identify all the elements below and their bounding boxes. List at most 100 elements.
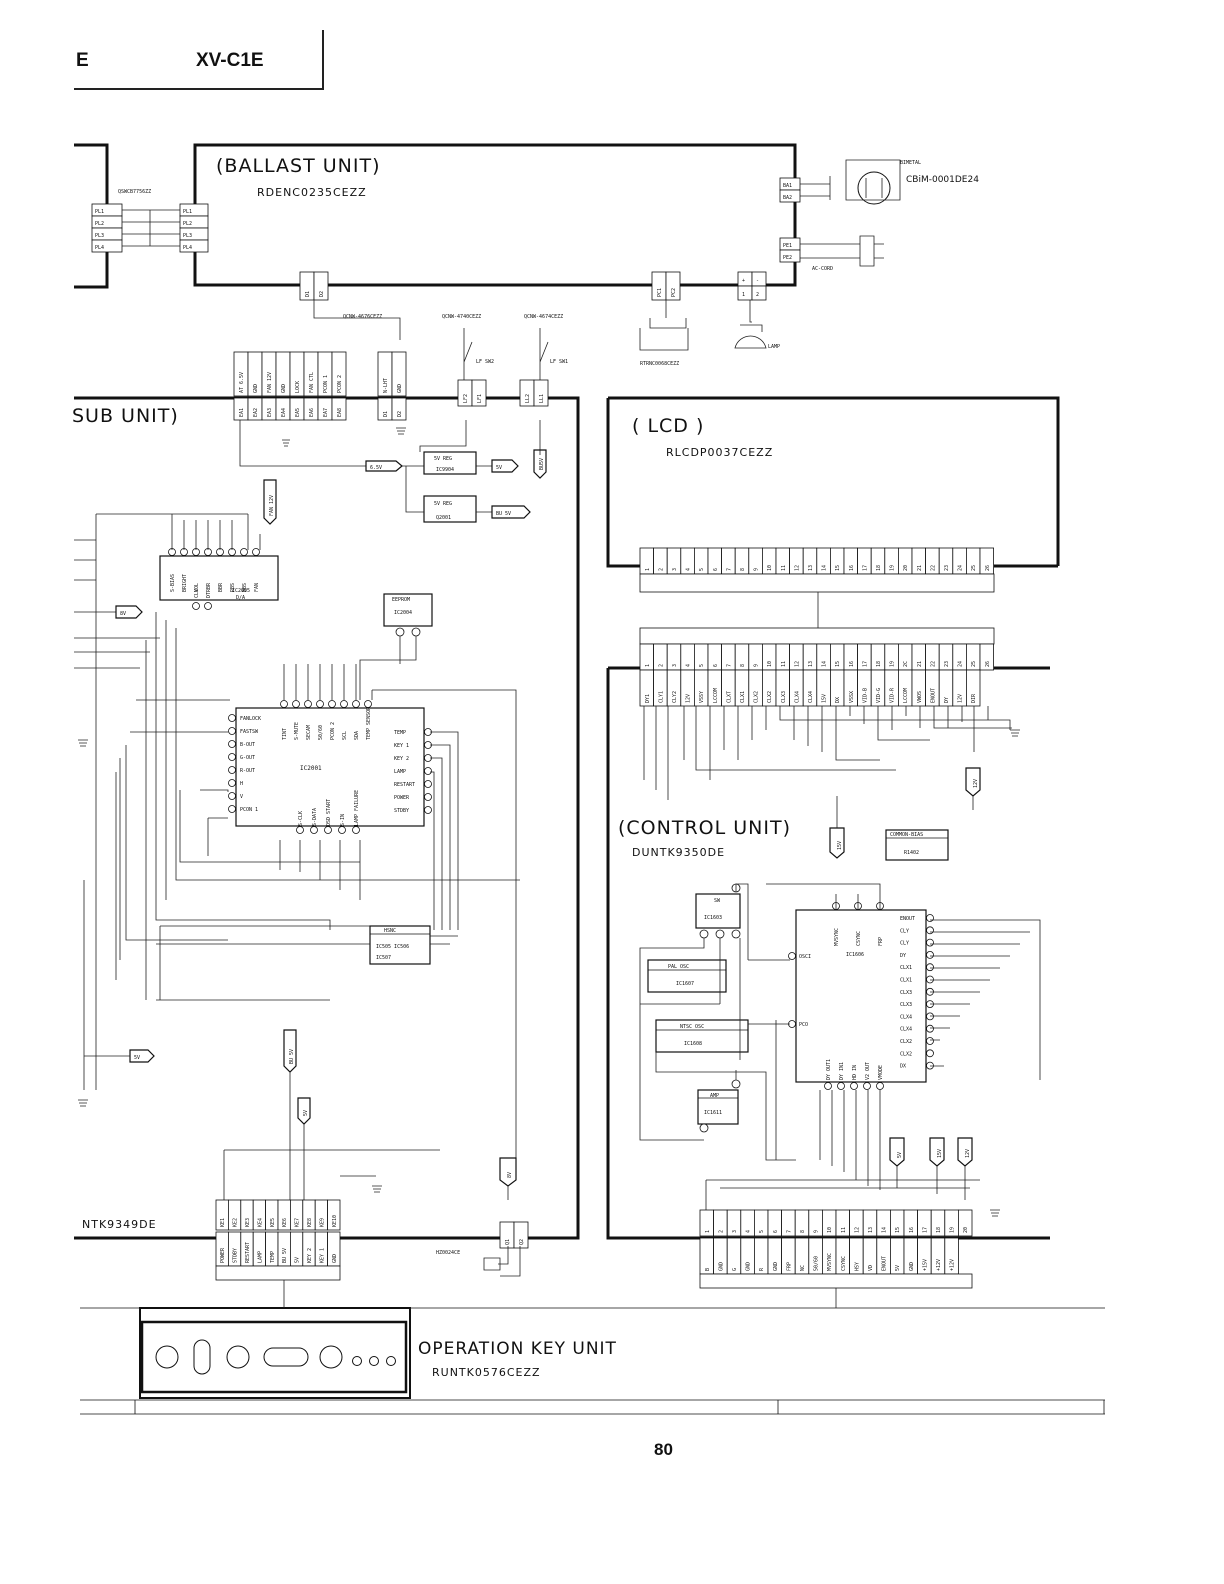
opkey-button-5[interactable] bbox=[319, 1345, 343, 1369]
b-conn-num: 3 bbox=[732, 1230, 738, 1233]
ctl-conn-num: VWOS bbox=[917, 691, 923, 703]
lf-sw2-label: LF SW2 bbox=[476, 359, 494, 365]
ctl-conn-num: CLX4 bbox=[808, 691, 814, 703]
ic2001-top-pin bbox=[304, 700, 312, 708]
ic2001-left-label: B-OUT bbox=[240, 742, 255, 748]
ctl-conn-num: 23 bbox=[944, 661, 950, 667]
lcd-part: RLCDP0037CEZZ bbox=[666, 446, 773, 459]
ctl-conn-num: ENOUT bbox=[930, 688, 936, 703]
bu5v-flag-bottom: BU 5V bbox=[289, 1049, 295, 1064]
ic2004-type: EEPROM bbox=[392, 597, 410, 603]
opkey-button-1[interactable] bbox=[155, 1345, 179, 1369]
opkey-button-4[interactable] bbox=[263, 1347, 309, 1367]
b-conn-num: 16 bbox=[909, 1227, 915, 1233]
pe-conn-cell bbox=[779, 249, 801, 263]
lcd-conn-num: 11 bbox=[781, 565, 787, 571]
lf-sw1-label: LF SW1 bbox=[550, 359, 568, 365]
ctl-conn-num: 16 bbox=[849, 661, 855, 667]
ctl-conn-num: CLX2 bbox=[767, 691, 773, 703]
ic2005-top-label: BBS bbox=[242, 583, 248, 592]
ic2001-right-pin bbox=[424, 806, 432, 814]
key-conn-num: KEY 1 bbox=[319, 1248, 325, 1263]
b-conn-num: 4 bbox=[746, 1230, 752, 1233]
ic1606-right-label: CLX1 bbox=[900, 978, 912, 984]
ic2001-left-label: V bbox=[240, 794, 243, 800]
ctl-conn-num: 9 bbox=[754, 664, 760, 667]
lcd-conn-num: 13 bbox=[808, 565, 814, 571]
dd-conn-label: D1 bbox=[383, 411, 389, 417]
q-conn-cell bbox=[513, 1221, 529, 1249]
lcd-conn-num: 25 bbox=[971, 565, 977, 571]
ic2005-name: IC2005 bbox=[232, 588, 250, 594]
ic1606-bot-pin bbox=[876, 1082, 884, 1090]
ctl-conn-num: 18 bbox=[876, 661, 882, 667]
lf-connector: LF2 LF1 bbox=[457, 379, 487, 407]
ic2001-right-label: KEY 1 bbox=[394, 743, 409, 749]
b-conn-num: GND bbox=[746, 1262, 752, 1271]
b-conn-num: ENOUT bbox=[882, 1256, 888, 1271]
ic1606-bot-pin bbox=[863, 1082, 871, 1090]
ic2005-type: D/A bbox=[236, 595, 245, 601]
lcd-conn-num: 12 bbox=[794, 565, 800, 571]
key-conn-num: KE10 bbox=[332, 1215, 338, 1227]
ac-cord-label: AC-CORD bbox=[812, 266, 833, 272]
b-conn-num: B bbox=[705, 1268, 711, 1271]
ea-conn-label: PCON 2 bbox=[337, 375, 343, 393]
ic2001-bot-pin bbox=[310, 826, 318, 834]
ic1606-left-label: OSCI bbox=[799, 954, 811, 960]
ll-conn-cell bbox=[533, 379, 549, 407]
hsnc-parts2: IC507 bbox=[376, 955, 391, 961]
b-conn-num: +15V bbox=[922, 1259, 928, 1271]
b-conn-num: 14 bbox=[882, 1227, 888, 1233]
lcd-conn-num: 4 bbox=[686, 568, 692, 571]
ctl-conn-num: VSSY bbox=[699, 691, 705, 703]
ctl-conn-num: 1 bbox=[645, 664, 651, 667]
opkey-button-3[interactable] bbox=[226, 1345, 250, 1369]
pe-conn-label: PE1 bbox=[783, 243, 792, 249]
ctl-conn-num: 3 bbox=[672, 664, 678, 667]
ea-conn-label: FAN CTL bbox=[309, 372, 315, 393]
ic1606-bot-label: VMODE bbox=[878, 1065, 884, 1080]
lcd-conn-num: 5 bbox=[699, 568, 705, 571]
ic2001-top-label: TEMP SENSOR bbox=[366, 706, 372, 740]
key-conn-cell bbox=[327, 1199, 341, 1231]
ba-conn-label: BA2 bbox=[783, 195, 792, 201]
ic2001-top-label: S-MUTE bbox=[294, 722, 300, 740]
b-conn-num: VD bbox=[868, 1265, 874, 1271]
ic2001-left-pin bbox=[228, 779, 236, 787]
ic2001-bot-label: S-DATA bbox=[312, 808, 318, 826]
key-conn-num: KE3 bbox=[245, 1218, 251, 1227]
ic1606-bot-pin bbox=[824, 1082, 832, 1090]
ctl-conn-num: 26 bbox=[985, 661, 991, 667]
bu5v-vert-flag: BU5V bbox=[539, 458, 545, 470]
ic1608-osc-box bbox=[655, 1019, 749, 1053]
b-conn-num: FRP bbox=[786, 1262, 792, 1271]
lcd-conn-num: 1 bbox=[645, 568, 651, 571]
opkey-button-2[interactable] bbox=[193, 1339, 211, 1375]
ic2001-bot-pin bbox=[296, 826, 304, 834]
cable-d-label: QCNW-4676CEZZ bbox=[343, 314, 382, 320]
ic2001-top-pin bbox=[352, 700, 360, 708]
ctl-conn-num: 12 bbox=[794, 661, 800, 667]
b-conn-num: R bbox=[759, 1267, 765, 1271]
ic1606-top-label: CSYNC bbox=[856, 931, 862, 946]
v12-flag-ctl-bottom: 12V bbox=[965, 1149, 971, 1158]
v5-flag-left: 5V bbox=[134, 1055, 140, 1061]
lf-conn-label: LF1 bbox=[477, 394, 483, 403]
ic2001-bot-label: S-CLK bbox=[298, 811, 304, 826]
ic1606-right-pin bbox=[926, 926, 934, 935]
b-conn-num: MVSYNC bbox=[827, 1253, 833, 1271]
key-conn-num: KE7 bbox=[295, 1218, 301, 1227]
ctl-conn-num: CLX3 bbox=[781, 691, 787, 703]
opkey-buttons bbox=[155, 1339, 396, 1375]
ic1603-box bbox=[695, 893, 741, 929]
b-conn-num: NC bbox=[800, 1265, 806, 1271]
lf-conn-label: LF2 bbox=[463, 394, 469, 403]
ic1606-right-pin bbox=[926, 1024, 934, 1033]
